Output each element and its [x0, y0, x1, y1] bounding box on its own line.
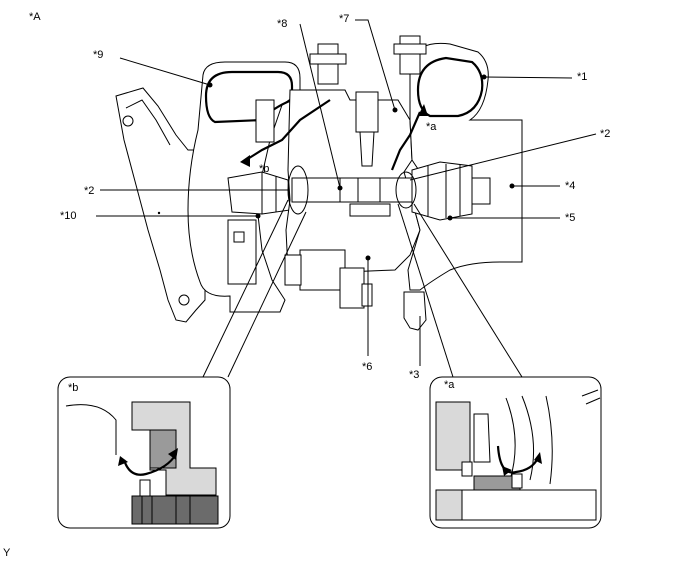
inset-a-ring-1	[461, 461, 473, 477]
actuator-cap	[284, 254, 302, 286]
flange-bolt-hole	[122, 115, 134, 127]
oil-flow-arrow-b	[240, 155, 250, 167]
leader-9	[119, 57, 211, 86]
inset-b-arrow-right	[168, 448, 178, 460]
callout-3: *4	[565, 180, 575, 192]
flow-mark-b: *b	[259, 163, 269, 175]
callout-2-left: *2	[84, 185, 94, 197]
inset-a-oil-path	[496, 445, 539, 474]
inset-a-plate	[473, 413, 491, 463]
leader-lines	[96, 19, 597, 366]
leader-1	[483, 76, 573, 79]
turbine-wheel	[227, 171, 291, 215]
view-label: *A	[29, 11, 41, 23]
leader-6	[299, 23, 341, 189]
thrust-bearing	[349, 203, 391, 217]
actuator-body	[299, 249, 346, 291]
inset-b-label: *b	[68, 382, 78, 394]
inset-b-curve	[65, 404, 117, 455]
callout-8: *3	[409, 369, 419, 381]
wastegate-lever	[255, 99, 275, 143]
leader-5	[355, 19, 396, 111]
turbine-blade-lines	[261, 172, 277, 214]
inset-b-ring	[139, 479, 151, 497]
compressor-bolt	[399, 35, 421, 75]
footer-mark: Y	[3, 547, 11, 559]
inset-a-housing	[435, 401, 471, 471]
inset-a: *a	[429, 376, 602, 529]
oil-flow-path-b	[245, 99, 331, 161]
compressor-blade-lines	[427, 164, 461, 218]
oil-flow-path-a	[390, 111, 422, 171]
flange-mark	[157, 211, 161, 215]
turbine-lower-block	[227, 219, 257, 285]
inset-a-shaft	[435, 489, 597, 521]
turbine-outlet-flange	[115, 87, 216, 323]
oil-flow-arrow-a	[418, 104, 428, 116]
flow-mark-a: *a	[426, 121, 437, 133]
top-bolt-head	[309, 53, 347, 65]
oil-drain-fitting	[339, 267, 365, 309]
inset-b-shaft-lines	[141, 496, 191, 524]
callout-1: *1	[577, 71, 587, 83]
inset-a-arrow-right	[534, 452, 542, 464]
leader-2a	[409, 133, 597, 181]
callout-9: *9	[93, 49, 103, 61]
callout-2-right: *2	[600, 128, 610, 140]
flange-edge-line	[125, 99, 171, 146]
callout-7: *6	[362, 361, 372, 373]
inset-a-ring-2	[511, 473, 523, 489]
inset-b-oil-path	[122, 453, 177, 476]
flange-bolt-hole	[178, 294, 190, 306]
callout-10: *10	[60, 210, 77, 222]
inset-b-seal	[149, 429, 177, 469]
inset-b-arrow-left	[118, 456, 128, 466]
turbine-boss	[233, 231, 245, 243]
oil-inlet-passage	[359, 131, 375, 167]
cone-right-inner	[397, 203, 454, 378]
callout-4: *5	[565, 212, 575, 224]
inset-b-shaft	[131, 495, 219, 525]
inset-a-hatch	[581, 389, 601, 405]
zoom-cones	[202, 199, 523, 378]
callout-5: *7	[339, 13, 349, 25]
oil-inlet-fitting	[355, 91, 379, 133]
callout-labels: *9 *8 *7 *1 *2 *4 *5 *2 *10 *6 *3 *a *b	[60, 13, 610, 381]
inset-b: *b	[57, 376, 231, 529]
cone-left-inner	[227, 211, 307, 378]
cone-right-outer	[413, 203, 523, 378]
inset-a-label: *a	[444, 379, 455, 391]
compressor-nut	[471, 177, 491, 205]
drain-plug	[361, 283, 373, 307]
cone-left-outer	[202, 199, 289, 378]
compressor-wheel	[411, 161, 473, 221]
compressor-bolt-head	[393, 43, 427, 55]
inset-a-arrow-left	[502, 466, 512, 476]
seal-ring-compressor-side	[395, 171, 417, 209]
turbocharger-assembly	[115, 35, 523, 331]
lower-fitting	[403, 291, 427, 331]
inset-a-shaft-shade	[435, 489, 463, 521]
callout-6: *8	[277, 18, 287, 30]
